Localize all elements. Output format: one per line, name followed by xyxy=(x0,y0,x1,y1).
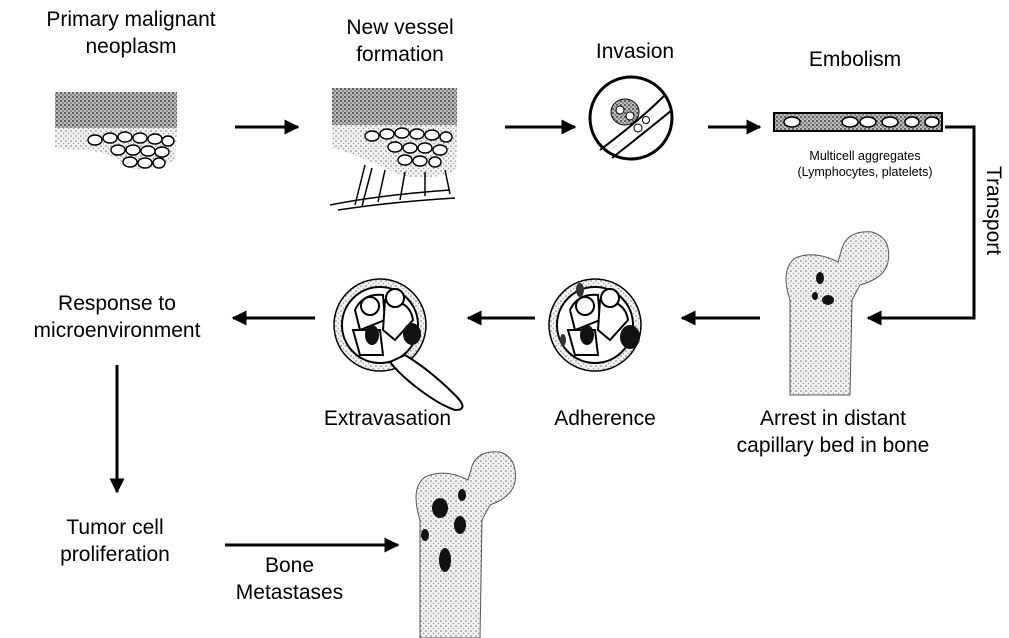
invasion-illustration xyxy=(590,77,672,159)
embolism-illustration xyxy=(774,113,942,131)
primary-neoplasm-illustration xyxy=(55,92,177,169)
label-tumor-proliferation: Tumor cell proliferation xyxy=(35,514,195,568)
label-invasion: Invasion xyxy=(585,38,685,65)
label-adherence: Adherence xyxy=(540,405,670,432)
new-vessel-illustration xyxy=(330,88,457,210)
adherence-illustration xyxy=(549,279,641,371)
label-extravasation: Extravasation xyxy=(305,405,470,432)
bone-arrest-illustration xyxy=(786,232,889,395)
label-multicell-aggregates: Multicell aggregates (Lymphocytes, plate… xyxy=(770,148,960,180)
label-embolism: Embolism xyxy=(785,46,925,73)
label-transport: Transport xyxy=(981,166,1005,255)
label-response: Response to microenvironment xyxy=(3,290,231,344)
extravasation-illustration xyxy=(334,279,463,410)
label-new-vessel: New vessel formation xyxy=(330,14,470,68)
label-primary-neoplasm: Primary malignant neoplasm xyxy=(3,6,259,60)
label-arrest: Arrest in distant capillary bed in bone xyxy=(718,405,948,459)
label-bone-metastases: Bone Metastases xyxy=(222,552,357,606)
bone-metastases-illustration xyxy=(416,452,515,638)
